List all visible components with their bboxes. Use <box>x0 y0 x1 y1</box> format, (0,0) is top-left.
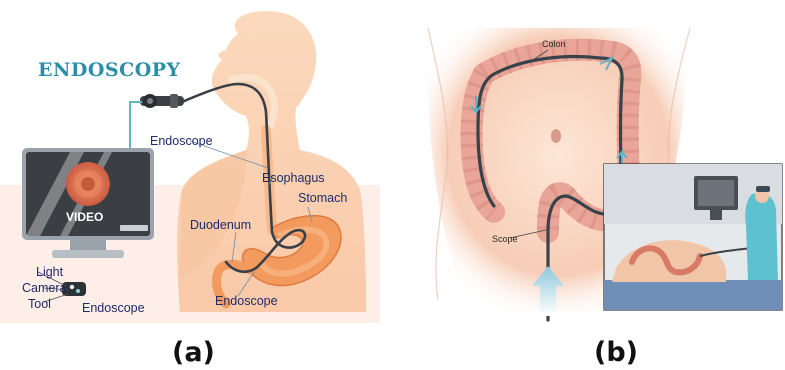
navel <box>551 129 561 143</box>
label-colon: Colon <box>542 39 566 49</box>
label-scope: Scope <box>492 234 518 244</box>
label-light: Light <box>36 265 64 279</box>
label-camera: Camera <box>22 281 67 295</box>
procedure-inset <box>604 164 782 310</box>
label-endoscope-top: Endoscope <box>150 134 213 148</box>
panel-a-title: ENDOSCOPY <box>38 59 181 81</box>
caption-a: (a) <box>172 337 215 368</box>
label-endoscope-bottom: Endoscope <box>215 294 278 308</box>
caption-b: (b) <box>594 337 638 368</box>
inset-doctor <box>745 193 778 280</box>
label-esophagus: Esophagus <box>262 171 325 185</box>
panel-a: VIDEO ENDOSCOPY Endoscope Esophagus Stom… <box>0 11 380 368</box>
panel-b: Colon Scope (b) <box>427 28 782 368</box>
inset-bed <box>604 280 782 310</box>
label-duodenum: Duodenum <box>190 218 251 232</box>
label-endoscope-tip: Endoscope <box>82 301 145 315</box>
endoscope-handle <box>140 94 184 108</box>
video-label: VIDEO <box>66 210 103 224</box>
monitor-cable <box>130 102 142 150</box>
label-stomach: Stomach <box>298 191 347 205</box>
label-tool: Tool <box>28 297 51 311</box>
